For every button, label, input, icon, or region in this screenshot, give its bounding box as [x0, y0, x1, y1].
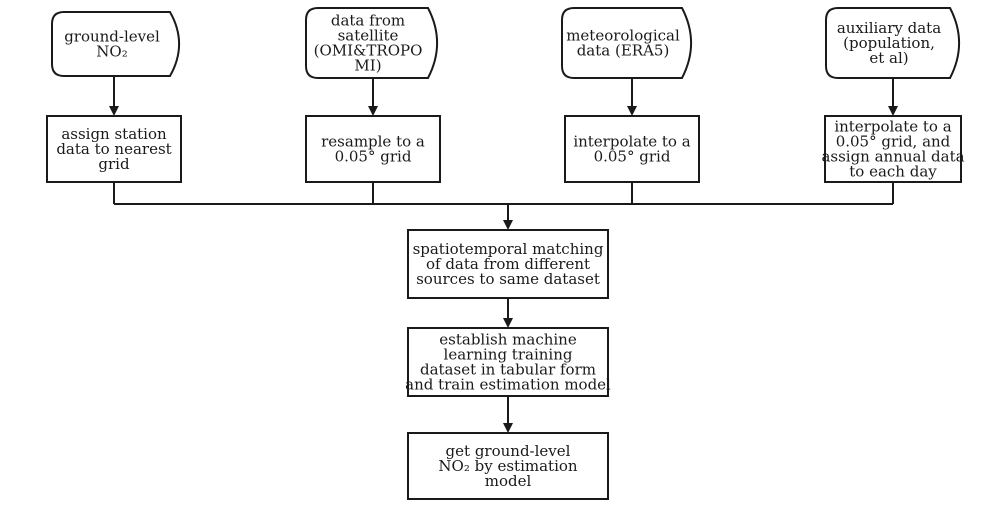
node-label-line: data (ERA5) — [577, 42, 670, 60]
node-label-line: assign annual data — [821, 148, 964, 166]
proc-interp-met-node: interpolate to a0.05° grid — [564, 115, 700, 183]
arrowhead — [503, 220, 513, 230]
node-label-line: ground-level — [64, 28, 160, 46]
node-label-line: model — [485, 472, 532, 490]
node-label-line: meteorological — [566, 27, 680, 45]
node-label-line: interpolate to a — [834, 118, 951, 136]
node-label-line: grid — [98, 155, 130, 173]
node-label-line: spatiotemporal matching — [413, 240, 604, 258]
process-box — [305, 115, 441, 183]
connectors — [109, 76, 898, 433]
node-label-line: 0.05° grid, and — [836, 133, 951, 151]
document-shape — [561, 7, 692, 79]
node-label-line: sources to same dataset — [416, 270, 600, 288]
process-box — [46, 115, 182, 183]
node-label-line: and train estimation model — [405, 376, 611, 394]
node-label-line: assign station — [61, 125, 167, 143]
proc-resample-node: resample to a0.05° grid — [305, 115, 441, 183]
process-box — [407, 327, 609, 397]
arrowhead — [368, 106, 378, 116]
src-aux-node: auxiliary data(population,et al) — [825, 7, 960, 79]
node-label-line: MI) — [354, 57, 381, 75]
process-box — [407, 229, 609, 299]
document-shape — [825, 7, 960, 79]
node-label-line: satellite — [338, 27, 399, 45]
node-label-line: (population, — [843, 34, 935, 52]
arrowhead — [109, 106, 119, 116]
arrowhead — [503, 318, 513, 328]
node-label-line: resample to a — [321, 133, 425, 151]
arrowhead — [627, 106, 637, 116]
document-shape — [305, 7, 438, 79]
node-label-line: 0.05° grid — [335, 148, 412, 166]
node-label-line: (OMI&TROPO — [314, 42, 423, 60]
node-label-line: auxiliary data — [837, 19, 941, 37]
node-label-line: to each day — [849, 163, 937, 181]
node-label-line: et al) — [869, 49, 908, 67]
arrowhead — [888, 106, 898, 116]
node-label-line: get ground-level — [446, 442, 571, 460]
arrowhead — [503, 423, 513, 433]
process-box — [564, 115, 700, 183]
node-label-line: dataset in tabular form — [420, 361, 596, 379]
node-label-line: learning training — [444, 346, 573, 364]
process-box — [824, 115, 962, 183]
node-label-line: interpolate to a — [573, 133, 690, 151]
node-label-line: 0.05° grid — [594, 148, 671, 166]
node-label-line: NO₂ — [96, 43, 127, 61]
node-label-line: establish machine — [439, 331, 577, 349]
node-label-line: data to nearest — [56, 140, 171, 158]
node-label-line: data from — [331, 12, 405, 30]
node-label-line: NO₂ by estimation — [438, 457, 577, 475]
document-shape — [51, 11, 180, 77]
node-label-line: of data from different — [426, 255, 590, 273]
process-box — [407, 432, 609, 500]
